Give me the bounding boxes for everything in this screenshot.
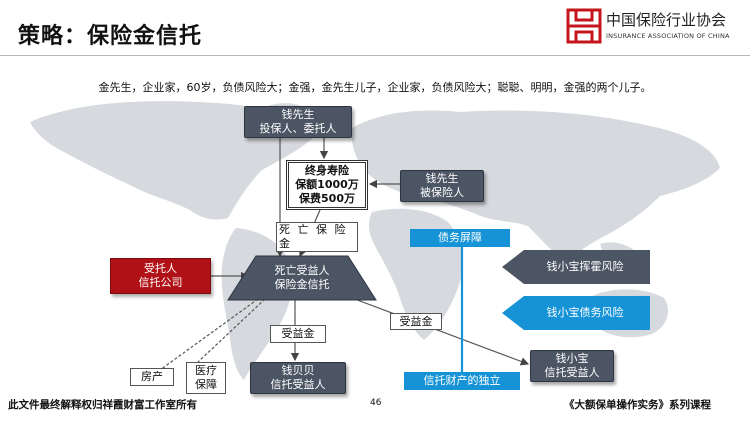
- insured-node: 钱先生 被保险人: [400, 170, 484, 202]
- property-node: 房产: [130, 368, 174, 386]
- policyholder-role: 投保人、委托人: [259, 122, 337, 135]
- policy-type: 终身寿险: [305, 164, 349, 177]
- death-benefit-label: 死 亡 保 险 金: [276, 222, 358, 252]
- policyholder-node: 钱先生 投保人、委托人: [244, 106, 352, 138]
- beneficiary-node-1: 钱贝贝 信托受益人: [250, 362, 346, 394]
- medical-node: 医疗 保障: [186, 362, 226, 394]
- debt-risk-label: 钱小宝债务风险: [546, 306, 624, 319]
- beneficiary-1-role: 信托受益人: [270, 378, 326, 391]
- insured-name: 钱先生: [425, 172, 459, 185]
- beneficiary-2-name: 钱小宝: [555, 352, 589, 365]
- policyholder-name: 钱先生: [281, 108, 315, 121]
- footer-copyright: 此文件最终解释权归祥霞财富工作室所有: [8, 399, 197, 411]
- trust-name: 保险金信托: [274, 278, 330, 291]
- medical-line-2: 保障: [195, 378, 217, 391]
- trust-beneficiary-label: 死亡受益人: [274, 264, 330, 277]
- squander-risk-label: 钱小宝挥霍风险: [546, 260, 624, 273]
- debt-shield-label: 债务屏障: [410, 229, 510, 247]
- association-name-en: INSURANCE ASSOCIATION OF CHINA: [606, 32, 730, 40]
- trust-trapezoid-shape: [227, 255, 377, 301]
- benefit-label-center: 受益金: [270, 325, 326, 343]
- trustee-label: 受托人: [144, 262, 177, 275]
- policy-coverage: 保额1000万: [295, 178, 359, 191]
- insured-role: 被保险人: [420, 186, 464, 199]
- footer-course: 《大额保单操作实务》系列课程: [564, 399, 711, 411]
- header-divider: [0, 55, 750, 56]
- beneficiary-node-2: 钱小宝 信托受益人: [530, 350, 614, 382]
- association-name: 中国保险行业协会: [606, 11, 727, 29]
- page-number: 46: [370, 398, 382, 408]
- association-logo-icon: [566, 8, 602, 44]
- trust-independence-label: 信托财产的独立: [404, 372, 520, 390]
- debt-risk-arrow: [502, 296, 650, 330]
- medical-line-1: 医疗: [195, 364, 217, 377]
- policy-premium: 保费500万: [299, 192, 355, 205]
- trustee-company: 信托公司: [138, 276, 183, 289]
- squander-risk-arrow: [502, 250, 650, 284]
- beneficiary-2-role: 信托受益人: [544, 366, 600, 379]
- trustee-node: 受托人 信托公司: [110, 258, 211, 294]
- policy-node: 终身寿险 保额1000万 保费500万: [286, 160, 368, 210]
- page-title: 策略：保险金信托: [18, 24, 203, 49]
- beneficiary-1-name: 钱贝贝: [281, 364, 315, 377]
- benefit-label-right: 受益金: [390, 313, 442, 330]
- trust-node: 死亡受益人 保险金信托: [246, 262, 358, 294]
- case-description: 金先生，企业家，60岁，负债风险大；金强，金先生儿子，企业家，负债风险大；聪聪、…: [98, 81, 652, 94]
